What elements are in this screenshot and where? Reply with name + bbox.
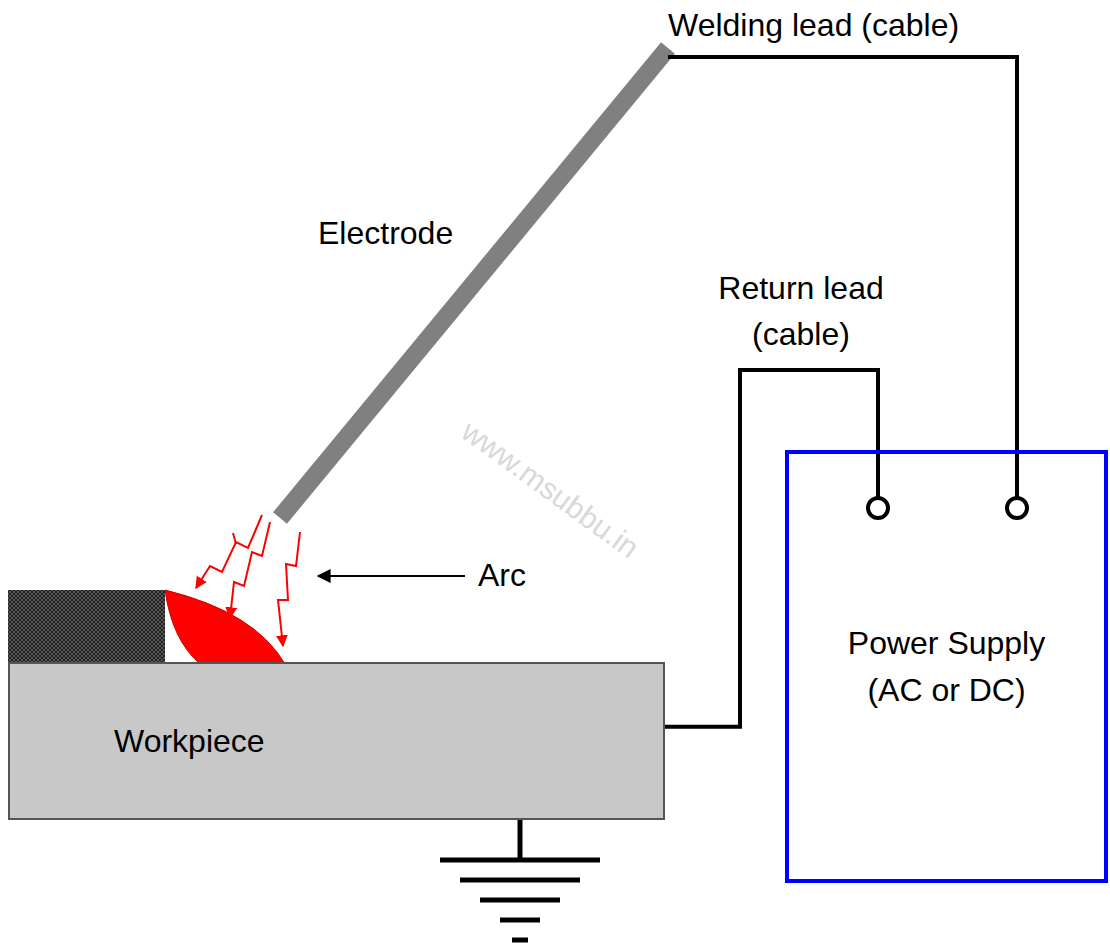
arc-rays	[196, 515, 300, 646]
node-text: Workpiece	[114, 718, 265, 764]
part-label: Arc	[478, 552, 526, 598]
power-supply-box: Power Supply (AC or DC)	[785, 450, 1108, 883]
lead-label: Welding lead (cable)	[668, 2, 959, 48]
terminal-stub	[876, 450, 880, 498]
node-text: Power Supply (AC or DC)	[827, 620, 1067, 713]
return-lead-wire	[665, 370, 878, 727]
welding-lead-wire	[668, 57, 1017, 498]
ground-symbol	[440, 820, 600, 940]
lead-label: Return lead (cable)	[686, 265, 916, 358]
workpiece-block: Workpiece	[8, 662, 665, 820]
deposited-weld	[8, 590, 165, 662]
weld-pool	[165, 590, 285, 664]
terminal	[868, 498, 888, 518]
terminal	[1007, 498, 1027, 518]
watermark: www.msubbu.in	[452, 410, 648, 569]
part-label: Electrode	[318, 210, 453, 256]
arc-leader	[318, 575, 465, 577]
